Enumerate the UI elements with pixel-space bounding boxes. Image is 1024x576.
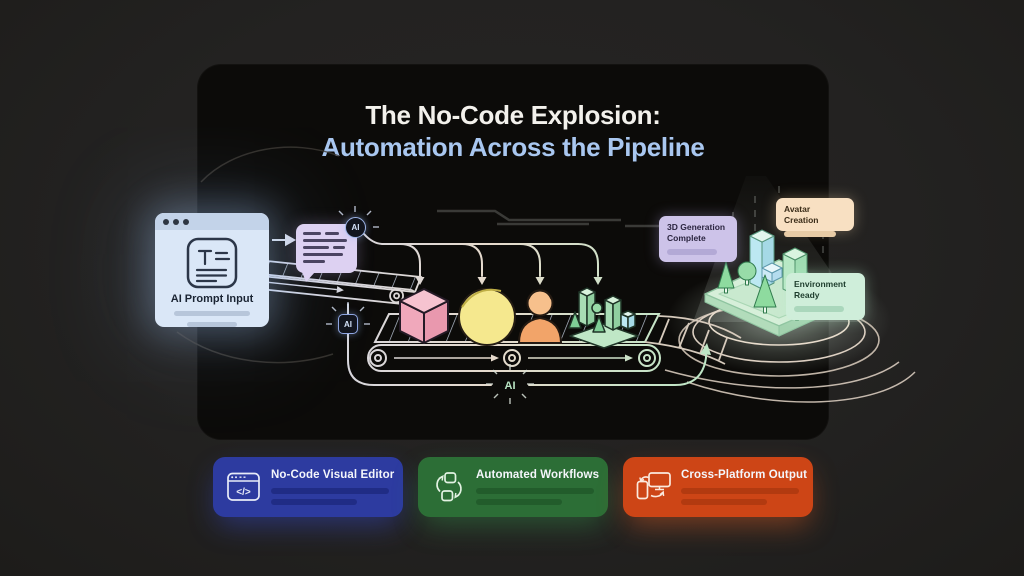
sparkle-rays [486,364,534,404]
status-label: Avatar Creation [784,204,819,226]
background-arc-decoration [176,146,340,364]
window-dot-icon [173,218,179,225]
prompt-arrow [272,233,297,247]
page-title: The No-Code Explosion: Automation Across… [197,100,829,163]
placeholder-bar [271,488,389,494]
placeholder-bar [681,488,799,494]
feature-label: Cross-Platform Output [681,469,808,481]
feature-button-automated-workflows[interactable]: Automated Workflows [418,457,608,517]
code-window-icon: </> [227,472,260,501]
feature-label: Automated Workflows [476,469,600,481]
circuit-decoration [437,209,667,228]
window-titlebar [155,213,269,230]
prompt-input-window: AI Prompt Input [155,213,269,327]
progress-bar [794,306,844,313]
workflow-loop-icon [436,472,462,502]
text-line-placeholder [333,246,345,249]
status-card-avatar-creation: Avatar Creation [776,198,854,238]
loop-ai-label: AI [505,380,516,392]
placeholder-bar [174,311,250,316]
building-icon [761,262,783,283]
placeholder-bar [271,499,357,505]
city-item [568,287,639,349]
progress-bar [667,249,717,256]
ramp-to-platform [644,315,742,365]
placeholder-bar [681,499,767,505]
text-line-placeholder [303,239,347,242]
text-line-placeholder [303,253,343,256]
code-glyph: </> [236,487,251,498]
window-dot-icon [163,218,169,225]
title-line-1: The No-Code Explosion: [365,100,661,130]
text-line-placeholder [303,260,325,263]
window-dot-icon [183,218,189,225]
status-label: Environment Ready [794,279,846,301]
window-body: AI Prompt Input [155,230,269,327]
placeholder-bar [187,322,237,327]
sparkle-rays [326,302,370,325]
status-card-environment-ready: Environment Ready [786,273,865,320]
feedback-loop [347,303,711,386]
text-line-placeholder [303,246,329,249]
cube-item [399,288,449,344]
sparkle-rays [338,206,379,228]
placeholder-bar [476,488,594,494]
ai-badge: AI [345,217,366,238]
prompt-window-label: AI Prompt Input [170,293,254,305]
status-card-3d-generation: 3D Generation Complete [659,216,737,262]
title-line-2: Automation Across the Pipeline [321,131,705,162]
status-label: 3D Generation Complete [667,222,726,244]
swoosh-curves [664,361,916,403]
devices-icon [636,472,671,500]
feature-button-no-code-editor[interactable]: </> No-Code Visual Editor [213,457,403,517]
sphere-item [458,288,516,346]
progress-bar [784,231,836,238]
feature-label: No-Code Visual Editor [271,469,395,481]
text-line-placeholder [325,232,339,235]
avatar-item [517,289,563,344]
round-tree-icon [737,261,757,286]
text-document-icon [186,237,238,289]
feature-button-cross-platform[interactable]: Cross-Platform Output [623,457,813,517]
distribution-arrows [363,233,603,285]
placeholder-bar [476,499,562,505]
ai-badge: AI [338,314,358,334]
pipeline-diagram: AI [176,146,916,404]
text-line-placeholder [303,232,321,235]
